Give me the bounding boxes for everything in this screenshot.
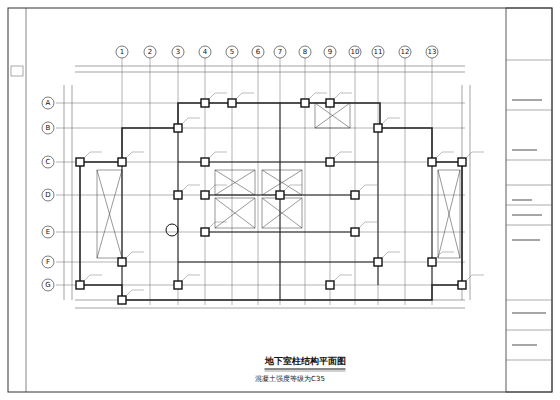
- axis-number: 8: [299, 49, 311, 56]
- sheet-frame: [8, 8, 552, 392]
- axis-number: 4: [199, 49, 211, 56]
- wall-outline: [80, 103, 462, 300]
- column-section: [76, 99, 466, 304]
- axis-number: 3: [172, 49, 184, 56]
- drawing-note: 混凝土强度等级为C35: [255, 376, 325, 383]
- axis-number: 12: [399, 49, 411, 56]
- axis-number: 6: [252, 49, 264, 56]
- axis-number: C: [42, 159, 54, 166]
- axis-number: 9: [324, 49, 336, 56]
- axis-number: D: [42, 192, 54, 199]
- axis-number: B: [42, 125, 54, 132]
- axis-number: 1: [116, 49, 128, 56]
- axis-bubble: [42, 46, 438, 291]
- axis-number: F: [42, 259, 54, 266]
- axis-number: 7: [274, 49, 286, 56]
- axis-number: G: [42, 282, 54, 289]
- axis-number: E: [42, 229, 54, 236]
- dimension-lines: [64, 66, 470, 308]
- axis-number: 11: [372, 49, 384, 56]
- axis-number: 13: [426, 49, 438, 56]
- drawing-title: 地下室柱结构平面图: [265, 357, 346, 366]
- slab-opening: [97, 103, 460, 258]
- title-block: [506, 8, 552, 392]
- axis-grid: [56, 58, 465, 305]
- axis-number: 5: [226, 49, 238, 56]
- axis-number: A: [42, 100, 54, 107]
- axis-number: 2: [144, 49, 156, 56]
- axis-number: 10: [349, 49, 361, 56]
